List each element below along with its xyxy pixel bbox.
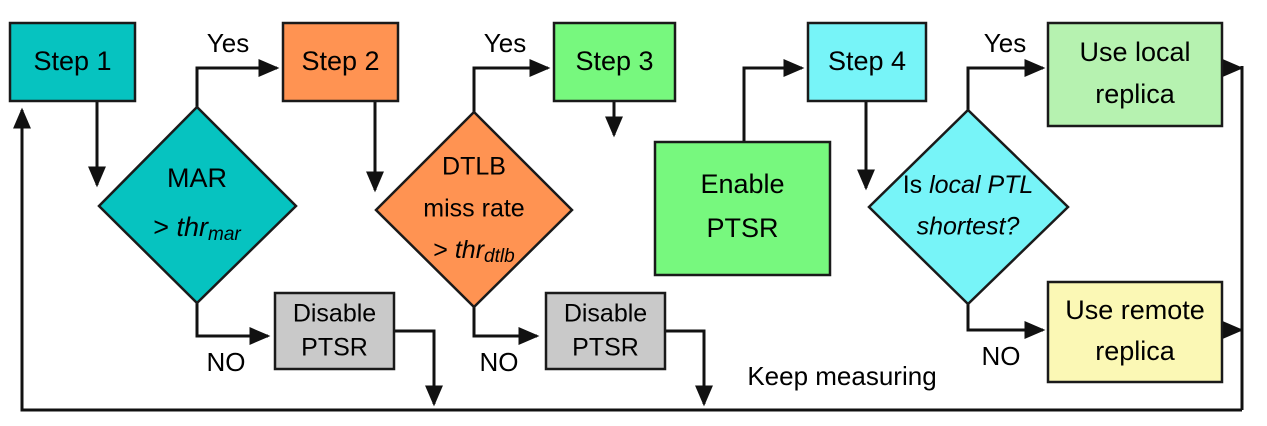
edge-label-no-1: NO <box>207 347 246 377</box>
enable-ptsr-line1: Enable <box>700 169 784 199</box>
node-mar-decision[interactable]: MAR > thrmar <box>97 105 298 305</box>
edge-ptl-no-to-remote <box>966 303 1046 339</box>
use-remote-replica-line2: replica <box>1095 336 1176 366</box>
edge-label-yes-1: Yes <box>207 28 249 58</box>
node-step3[interactable]: Step 3 <box>552 21 677 103</box>
edge-mar-no-to-disable1 <box>195 302 271 345</box>
ptl-emphasis: local PTL <box>929 171 1033 199</box>
mar-decision-line2: > thrmar <box>153 212 241 245</box>
use-local-replica-line1: Use local <box>1079 37 1190 67</box>
step2-label: Step 2 <box>301 46 379 76</box>
mar-decision-diamond[interactable] <box>97 105 298 305</box>
disable-ptsr-2-line1: Disable <box>564 300 647 328</box>
dtlb-threshold-sub: dtlb <box>484 246 515 267</box>
edge-enable-ptsr-to-step4 <box>742 59 805 142</box>
use-remote-replica-rect[interactable] <box>1046 280 1224 384</box>
step2-rect[interactable] <box>281 21 400 103</box>
mar-operator: > <box>153 212 169 242</box>
node-dtlb-decision[interactable]: DTLB miss rate > thrdtlb <box>374 110 574 309</box>
edge-label-keep-measuring: Keep measuring <box>747 361 936 391</box>
node-disable-ptsr-2[interactable]: Disable PTSR <box>544 291 667 371</box>
step4-label: Step 4 <box>828 46 906 76</box>
edge-label-no-2: NO <box>480 347 519 377</box>
ptl-decision-line2: shortest? <box>917 213 1020 241</box>
dtlb-decision-line3: > thrdtlb <box>433 236 514 267</box>
ptl-decision-line1: Is local PTL <box>903 171 1034 199</box>
disable-ptsr-2-line2: PTSR <box>572 334 639 362</box>
edge-label-yes-2: Yes <box>484 28 526 58</box>
edge-disable2-to-return <box>666 329 713 407</box>
step3-rect[interactable] <box>552 21 677 103</box>
node-use-remote-replica[interactable]: Use remote replica <box>1046 280 1224 384</box>
node-step4[interactable]: Step 4 <box>806 21 928 103</box>
disable-ptsr-1-line1: Disable <box>293 300 376 328</box>
enable-ptsr-rect[interactable] <box>653 140 832 277</box>
disable-ptsr-1-rect[interactable] <box>273 291 396 371</box>
connectors-layer <box>12 59 1244 412</box>
mar-threshold-sub: mar <box>208 224 241 245</box>
dtlb-operator: > <box>433 236 448 264</box>
feedback-return-line <box>12 107 1242 412</box>
enable-ptsr-line2: PTSR <box>706 213 778 243</box>
node-step2[interactable]: Step 2 <box>281 21 400 103</box>
edge-label-yes-3: Yes <box>984 28 1026 58</box>
ptl-decision-diamond[interactable] <box>867 108 1070 306</box>
use-local-replica-rect[interactable] <box>1046 21 1224 128</box>
mar-decision-line1: MAR <box>167 163 227 193</box>
node-use-local-replica[interactable]: Use local replica <box>1046 21 1224 128</box>
use-local-replica-line2: replica <box>1095 79 1176 109</box>
edge-labels-layer: Yes Yes Yes NO NO NO Keep measuring <box>207 28 1027 391</box>
use-remote-replica-line1: Use remote <box>1065 295 1205 325</box>
step1-rect[interactable] <box>8 21 137 103</box>
edge-dtlb-no-to-disable2 <box>472 304 540 345</box>
node-enable-ptsr[interactable]: Enable PTSR <box>653 140 832 277</box>
disable-ptsr-1-line2: PTSR <box>301 334 368 362</box>
step1-label: Step 1 <box>33 46 111 76</box>
node-disable-ptsr-1[interactable]: Disable PTSR <box>273 291 396 371</box>
dtlb-decision-line1: DTLB <box>442 153 506 181</box>
edge-label-no-3: NO <box>982 341 1021 371</box>
ptl-prefix: Is <box>903 171 929 199</box>
mar-threshold-var: thr <box>177 212 210 242</box>
step4-rect[interactable] <box>806 21 928 103</box>
dtlb-threshold-var: thr <box>455 236 486 264</box>
edge-disable1-to-return <box>394 329 443 407</box>
dtlb-decision-diamond[interactable] <box>374 110 574 309</box>
step3-label: Step 3 <box>575 46 653 76</box>
node-step1[interactable]: Step 1 <box>8 21 137 103</box>
dtlb-decision-line2: miss rate <box>423 195 524 223</box>
disable-ptsr-2-rect[interactable] <box>544 291 667 371</box>
node-ptl-decision[interactable]: Is local PTL shortest? <box>867 108 1070 306</box>
